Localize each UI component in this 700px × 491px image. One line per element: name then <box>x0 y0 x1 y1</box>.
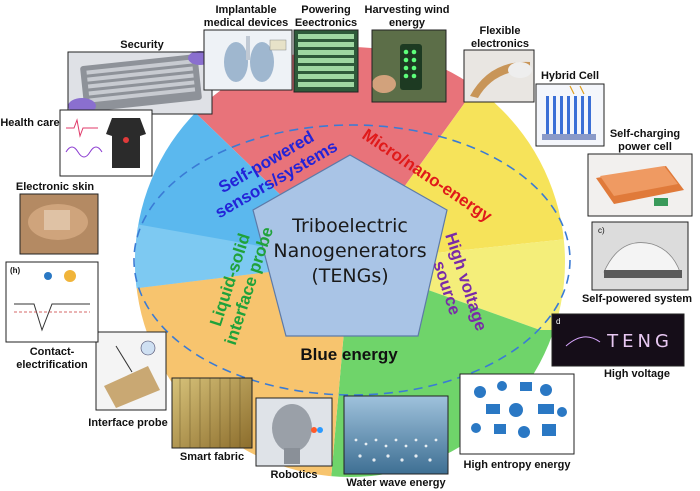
caption-self-powered-system: Self-powered system <box>582 293 692 305</box>
panel-tag-c: c) <box>598 226 605 235</box>
panel-water-wave: Water wave energy <box>343 395 449 489</box>
caption-implantable-1: Implantable <box>215 4 276 16</box>
panel-hybrid-cell: Hybrid Cell <box>535 70 605 147</box>
caption-harvesting-2: energy <box>389 17 426 29</box>
panel-powering: Powering Eeectronics <box>293 4 359 93</box>
glowing-teng-text: TENG <box>606 331 673 352</box>
panel-tag-d: d <box>556 317 560 326</box>
caption-high-voltage: High voltage <box>604 368 670 380</box>
caption-implantable-2: medical devices <box>204 17 288 29</box>
caption-flexible-2: electronics <box>471 38 529 50</box>
caption-hybrid: Hybrid Cell <box>541 70 599 82</box>
center-title-line-3: (TENGs) <box>311 265 388 287</box>
panel-implantable: Implantable medical devices <box>203 4 293 91</box>
caption-security: Security <box>120 39 164 51</box>
dashed-ring <box>133 124 571 396</box>
panel-tag-h: (h) <box>10 266 21 275</box>
panel-robotics: Robotics <box>255 397 333 481</box>
caption-flexible-1: Flexible <box>480 25 521 37</box>
panel-self-charging: Self-charging power cell <box>587 128 693 217</box>
sector-left-light <box>135 200 350 305</box>
panel-electronic-skin: Electronic skin <box>16 181 99 255</box>
caption-smart-fabric: Smart fabric <box>180 451 244 463</box>
panel-security: Security <box>67 39 213 115</box>
center-pentagon <box>252 154 448 337</box>
caption-interface-probe: Interface probe <box>88 417 167 429</box>
caption-water-wave: Water wave energy <box>346 477 446 489</box>
panel-high-entropy: High entropy energy <box>459 373 575 471</box>
panel-contact-electrification: (h) Contact- electrification <box>5 261 99 371</box>
caption-contact-1: Contact- <box>30 346 75 358</box>
sector-lower-right <box>350 225 565 330</box>
center-title-line-1: Triboelectric <box>291 215 408 237</box>
panel-self-powered-system: c) Self-powered system <box>582 221 692 305</box>
caption-self-charging-2: power cell <box>618 141 672 153</box>
theme-blue-energy: Blue energy <box>300 345 398 364</box>
caption-contact-2: electrification <box>16 359 88 371</box>
caption-self-charging-1: Self-charging <box>610 128 680 140</box>
center-title-line-2: Nanogenerators <box>273 240 426 262</box>
panel-flexible-electronics: Flexible electronics <box>463 25 535 103</box>
caption-powering-1: Powering <box>301 4 351 16</box>
caption-high-entropy: High entropy energy <box>464 459 572 471</box>
caption-health-care: Health care <box>0 117 59 129</box>
panel-smart-fabric: Smart fabric <box>171 377 253 463</box>
caption-harvesting-1: Harvesting wind <box>365 4 450 16</box>
panel-health-care: Health care <box>0 109 153 177</box>
caption-powering-2: Eeectronics <box>295 17 357 29</box>
panel-interface-probe: Interface probe <box>88 331 168 429</box>
panel-harvesting-wind: Harvesting wind energy <box>365 4 450 103</box>
caption-electronic-skin: Electronic skin <box>16 181 95 193</box>
panel-high-voltage: TENG d High voltage <box>551 313 685 380</box>
caption-robotics: Robotics <box>270 469 317 481</box>
